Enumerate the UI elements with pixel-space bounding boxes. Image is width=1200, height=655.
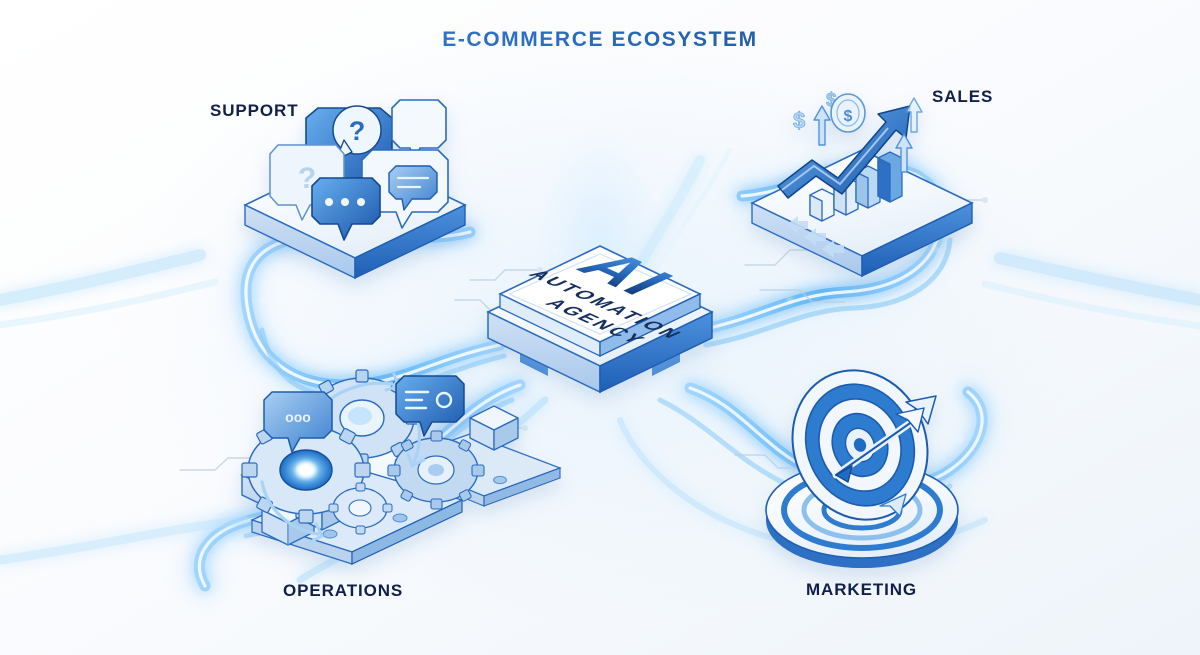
node-label-support: SUPPORT (210, 101, 299, 120)
light-streaks (0, 147, 1200, 565)
svg-text:$: $ (826, 90, 837, 111)
svg-text:$: $ (793, 108, 805, 133)
growth-arrow-icon (777, 105, 911, 199)
arrow-in-bullseye-icon (832, 395, 937, 517)
ai-automation-agency-hub[interactable]: AI AUTOMATION AGENCY (486, 237, 757, 394)
platform-arrow-icons (786, 216, 844, 258)
svg-text:$: $ (844, 108, 853, 125)
up-arrow-icons (813, 97, 923, 173)
node-marketing[interactable] (765, 350, 959, 568)
speech-bubble-dots-icon (311, 177, 381, 241)
speech-bubble-nested-icon (361, 149, 449, 229)
node-support[interactable]: ? ? (243, 99, 467, 280)
node-label-marketing: MARKETING (806, 580, 918, 599)
svg-text:?: ? (349, 116, 366, 146)
dollar-coin-icons: $ $ $ (793, 90, 866, 133)
node-sales[interactable]: $ $ $ (750, 90, 974, 278)
svg-text:ooo: ooo (285, 409, 311, 425)
gear-icons (241, 369, 485, 535)
node-operations[interactable]: ooo (240, 369, 562, 565)
chat-tag-badge-icons: ooo (263, 375, 465, 453)
node-label-sales: SALES (932, 87, 994, 106)
gear-large-icon (241, 416, 371, 524)
gear-right-icon (387, 430, 485, 510)
concentric-target-icon (791, 369, 929, 521)
gear-small-icon (328, 482, 393, 535)
page-title: E-COMMERCE ECOSYSTEM (0, 28, 1200, 52)
hub-top-chip (498, 245, 702, 358)
node-label-operations: OPERATIONS (283, 581, 404, 600)
